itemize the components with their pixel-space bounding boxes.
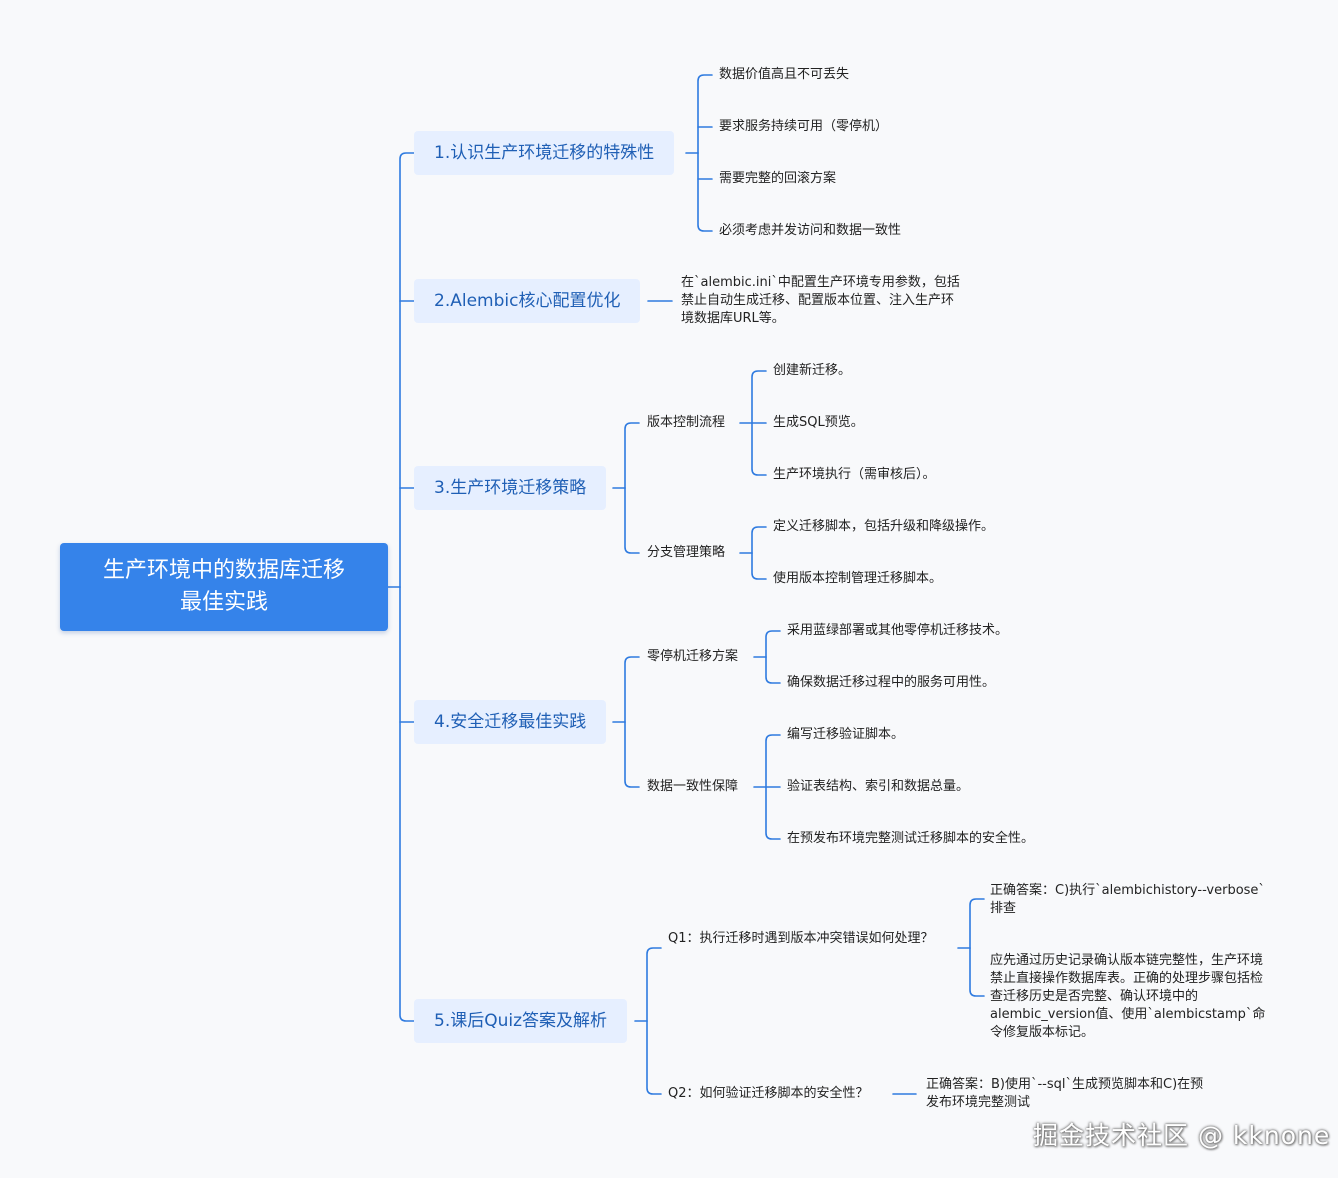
- quiz-1-explanation[interactable]: 应先通过历史记录确认版本链完整性，生产环境禁止直接操作数据库表。正确的处理步骤包…: [990, 953, 1266, 1040]
- connector-path-30: [765, 734, 781, 788]
- connector-path-9: [697, 152, 713, 232]
- branch-3-group-1[interactable]: 版本控制流程: [647, 415, 726, 430]
- branch-4-group-1-item-1[interactable]: 采用蓝绿部署或其他零停机迁移技术。: [787, 623, 1009, 638]
- quiz-question-2[interactable]: Q2：如何验证迁移脚本的安全性？: [668, 1086, 869, 1101]
- connector-path-14: [624, 422, 640, 489]
- connector-path-15: [624, 487, 640, 554]
- branch-3-group-2[interactable]: 分支管理策略: [647, 545, 726, 560]
- branch-2-node[interactable]: 2.Alembic核心配置优化: [414, 279, 641, 323]
- branch-3-group-2-item-2[interactable]: 使用版本控制管理迁移脚本。: [773, 571, 943, 586]
- quiz-question-1[interactable]: Q1：执行迁移时遇到版本冲突错误如何处理？: [668, 931, 934, 946]
- branch-3-node[interactable]: 3.生产环境迁移策略: [414, 466, 607, 510]
- branch-3-group-1-item-2[interactable]: 生成SQL预览。: [773, 415, 864, 430]
- branch-2-note[interactable]: 在`alembic.ini`中配置生产环境专用参数，包括禁止自动生成迁移、配置版…: [681, 275, 960, 326]
- branch-1-item-1[interactable]: 数据价值高且不可丢失: [719, 67, 850, 82]
- connector-path-2: [399, 152, 415, 588]
- connector-path-31: [765, 786, 781, 840]
- root-node[interactable]: 生产环境中的数据库迁移最佳实践: [60, 543, 388, 631]
- connector-path-38: [969, 947, 985, 997]
- connector-path-27: [765, 630, 781, 658]
- branch-1-item-4[interactable]: 必须考虑并发访问和数据一致性: [719, 223, 902, 238]
- connector-path-25: [624, 721, 640, 788]
- connector-path-22: [751, 552, 767, 580]
- quiz-2-answer[interactable]: 正确答案：B)使用`--sql`生成预览脚本和C)在预发布环境完整测试: [926, 1077, 1204, 1110]
- connector-path-8: [697, 74, 713, 154]
- branch-1-item-2[interactable]: 要求服务持续可用（零停机）: [719, 119, 889, 134]
- branch-3-group-1-item-1[interactable]: 创建新迁移。: [773, 363, 852, 378]
- branch-4-group-1[interactable]: 零停机迁移方案: [647, 649, 739, 664]
- connector-path-21: [751, 526, 767, 554]
- connector-path-17: [751, 370, 767, 424]
- connector-path-37: [969, 898, 985, 949]
- connector-path-18: [751, 422, 767, 476]
- connector-path-35: [646, 1020, 662, 1095]
- branch-3-group-2-item-1[interactable]: 定义迁移脚本，包括升级和降级操作。: [773, 519, 995, 534]
- branch-4-node[interactable]: 4.安全迁移最佳实践: [414, 700, 607, 744]
- connector-path-3: [399, 586, 415, 1022]
- connector-path-24: [624, 656, 640, 723]
- root-title-line-1: 生产环境中的数据库迁移: [102, 558, 345, 583]
- branch-5-node[interactable]: 5.课后Quiz答案及解析: [414, 999, 628, 1043]
- branch-4-group-2-item-1[interactable]: 编写迁移验证脚本。: [787, 727, 905, 742]
- branch-4-group-2[interactable]: 数据一致性保障: [647, 779, 739, 794]
- root-title-line-2: 最佳实践: [179, 590, 268, 615]
- branch-1-node[interactable]: 1.认识生产环境迁移的特殊性: [414, 131, 675, 175]
- branch-4-group-2-item-3[interactable]: 在预发布环境完整测试迁移脚本的安全性。: [787, 831, 1035, 846]
- watermark: 掘金技术社区 @ kknone: [1033, 1121, 1331, 1150]
- branch-3-group-1-item-3[interactable]: 生产环境执行（需审核后）。: [773, 467, 936, 482]
- branch-4-group-1-item-2[interactable]: 确保数据迁移过程中的服务可用性。: [787, 675, 996, 690]
- connector-path-34: [646, 947, 662, 1022]
- quiz-1-answer[interactable]: 正确答案：C)执行`alembichistory--verbose`排查: [990, 883, 1265, 916]
- branch-1-item-3[interactable]: 需要完整的回滚方案: [719, 171, 837, 186]
- connector-path-28: [765, 656, 781, 684]
- branch-4-group-2-item-2[interactable]: 验证表结构、索引和数据总量。: [787, 779, 970, 794]
